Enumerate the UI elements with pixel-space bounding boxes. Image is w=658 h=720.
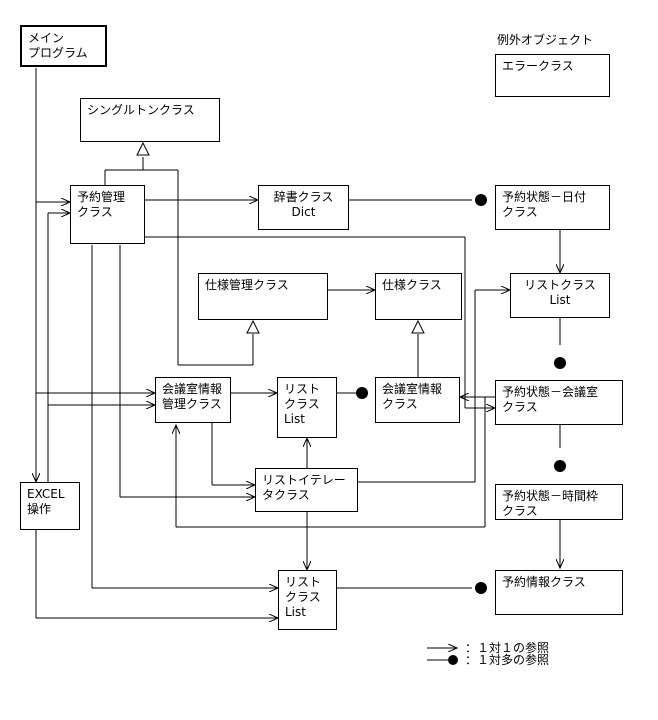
exception-object-label: 例外オブジェクト [497, 33, 594, 47]
error-class-box: エラークラス [495, 54, 610, 97]
main-program-box: メイン プログラム [20, 25, 107, 67]
dot-date [475, 194, 487, 206]
legend-dot [448, 655, 458, 665]
reservation-date-box: 予約状態－日付 クラス [495, 185, 610, 230]
list-class-box: リストクラス List [510, 273, 610, 318]
inherit-triangle-spec [411, 319, 425, 334]
reservation-timeslot-box: 予約状態－時間枠 クラス [495, 484, 623, 520]
dictionary-class-box: 辞書クラス Dict [258, 185, 349, 230]
list-mid-box: リスト クラス List [277, 377, 337, 438]
reservation-room-box: 予約状態－会議室 クラス [495, 380, 623, 425]
dot-room [554, 357, 566, 369]
singleton-class-box: シングルトンクラス [80, 98, 220, 142]
inherit-triangle-specmgmt [246, 319, 260, 334]
dot-list-mid [356, 387, 368, 399]
room-info-mgmt-box: 会議室情報 管理クラス [155, 377, 231, 423]
spec-class-box: 仕様クラス [375, 273, 462, 320]
excel-op-box: EXCEL 操作 [20, 482, 80, 530]
legend-arrow-label: ：１対１の参照 [465, 641, 550, 655]
reservation-info-box: 予約情報クラス [495, 570, 623, 615]
reservation-mgmt-box: 予約管理 クラス [70, 185, 145, 244]
legend-dot-label: ：１対多の参照 [465, 653, 550, 667]
spec-mgmt-box: 仕様管理クラス [198, 273, 328, 320]
dot-info [475, 582, 487, 594]
room-info-box: 会議室情報 クラス [375, 377, 460, 423]
inherit-triangle-singleton [136, 141, 150, 156]
dot-timeslot [554, 460, 566, 472]
list-iterator-box: リストイテレー タクラス [255, 468, 358, 512]
list-bottom-box: リスト クラス List [278, 570, 337, 630]
